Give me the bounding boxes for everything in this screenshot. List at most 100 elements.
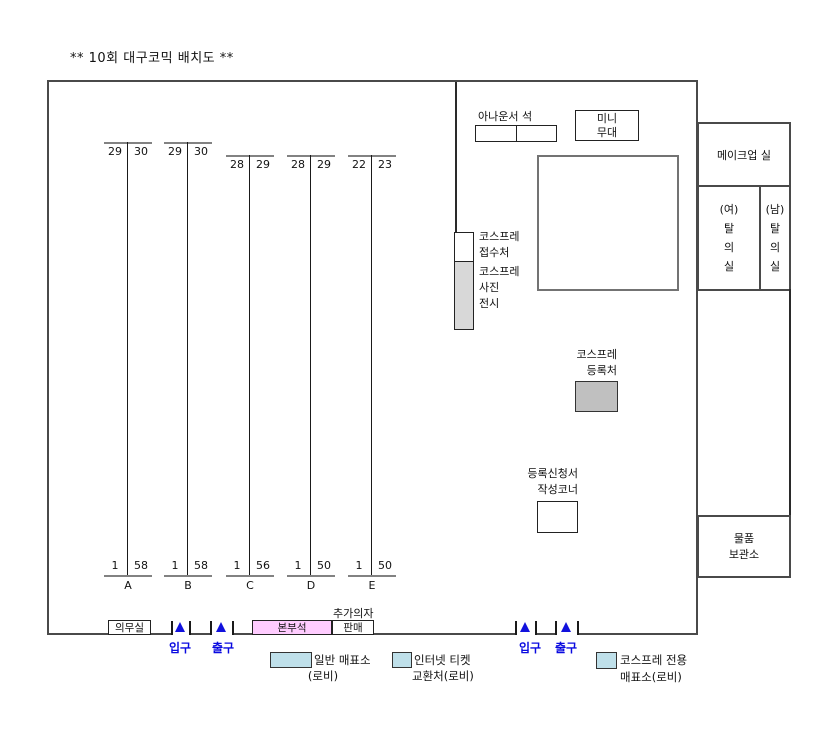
gate-post — [171, 621, 173, 635]
cosplay-registration-label: 코스프레 등록처 — [576, 348, 617, 377]
legend-label: 매표소(로비) — [620, 670, 682, 684]
makeup-room: 메이크업 실 — [697, 122, 791, 187]
exit-label: 출구 — [211, 641, 235, 655]
annex-right-wall — [789, 289, 791, 517]
booth-row-cap — [164, 575, 212, 577]
booth-row-e: 22 23 1 50 E — [348, 155, 396, 597]
booth-number: 1 — [111, 559, 119, 572]
booth-number: 1 — [171, 559, 179, 572]
legend-label: 교환처(로비) — [412, 669, 474, 683]
gate-post — [535, 621, 537, 635]
booth-number: 28 — [291, 158, 305, 171]
booth-row-cap — [348, 155, 396, 157]
dressing-room-male: (남) 탈 의 실 — [759, 185, 791, 291]
booth-number: 1 — [233, 559, 241, 572]
booth-row-a: 29 30 1 58 A — [104, 142, 152, 597]
mini-stage: 미니 무대 — [575, 110, 639, 141]
booth-number: 58 — [194, 559, 208, 572]
page-title: ** 10회 대구코믹 배치도 ** — [70, 51, 234, 66]
storage-room: 물품 보관소 — [697, 515, 791, 578]
booth-row-cap — [104, 142, 152, 144]
gate-post — [189, 621, 191, 635]
booth-row-line — [187, 142, 188, 575]
registration-form-corner-label: 등록신청서 작성코너 — [527, 467, 578, 496]
table-divider — [516, 126, 517, 141]
legend-label: (로비) — [307, 669, 339, 683]
booth-row-letter: B — [184, 579, 192, 592]
cosplay-photo-exhibit-label: 코스프레 사진 전시 — [479, 265, 520, 310]
mini-stage-label: 미니 — [596, 111, 618, 125]
legend-label: 일반 매표소 — [314, 653, 371, 667]
booth-number: 29 — [256, 158, 270, 171]
gate-post — [232, 621, 234, 635]
medical-room: 의무실 — [108, 620, 151, 635]
internet-ticket-exchange-swatch — [392, 652, 412, 668]
exit-arrow-icon — [216, 622, 226, 632]
exit-label: 출구 — [554, 641, 578, 655]
gate-post — [555, 621, 557, 635]
dressing-room-female: (여) 탈 의 실 — [697, 185, 761, 291]
booth-number: 50 — [317, 559, 331, 572]
entrance-arrow-icon — [520, 622, 530, 632]
cosplay-registration-box — [575, 381, 618, 412]
booth-row-d: 28 29 1 50 D — [287, 155, 335, 597]
cosplay-ticket-booth-swatch — [596, 652, 617, 669]
booth-row-cap — [104, 575, 152, 577]
gate-post — [515, 621, 517, 635]
booth-number: 29 — [317, 158, 331, 171]
exit-arrow-icon — [561, 622, 571, 632]
booth-row-cap — [164, 142, 212, 144]
general-ticket-booth-swatch — [270, 652, 312, 668]
booth-number: 30 — [134, 145, 148, 158]
booth-row-line — [249, 155, 250, 575]
booth-row-letter: A — [124, 579, 132, 592]
booth-row-cap — [226, 155, 274, 157]
gate-post — [210, 621, 212, 635]
booth-number: 1 — [294, 559, 302, 572]
cosplay-photo-exhibit-box — [454, 261, 474, 330]
hq-seat: 본부석 — [252, 620, 332, 635]
booth-row-cap — [287, 575, 335, 577]
stage-partition-wall — [455, 82, 457, 232]
registration-form-corner-box — [537, 501, 578, 533]
booth-row-line — [310, 155, 311, 575]
cosplay-reception-label: 코스프레 접수처 — [479, 230, 520, 259]
booth-row-line — [127, 142, 128, 575]
announcer-table — [475, 125, 557, 142]
entrance-label: 입구 — [168, 641, 192, 655]
legend-label: 인터넷 티켓 — [414, 653, 471, 667]
booth-row-letter: C — [246, 579, 254, 592]
booth-number: 58 — [134, 559, 148, 572]
gate-opening — [211, 632, 232, 636]
extra-chair-label: 추가의자 — [333, 607, 374, 620]
stage-area — [537, 155, 679, 291]
booth-row-c: 28 29 1 56 C — [226, 155, 274, 597]
booth-row-b: 29 30 1 58 B — [164, 142, 212, 597]
booth-row-letter: E — [368, 579, 376, 592]
booth-row-cap — [287, 155, 335, 157]
announcer-seat-label: 아나운서 석 — [478, 110, 533, 123]
booth-number: 56 — [256, 559, 270, 572]
cosplay-reception-box — [454, 232, 474, 262]
booth-row-letter: D — [306, 579, 316, 592]
gate-post — [577, 621, 579, 635]
booth-row-cap — [226, 575, 274, 577]
booth-number: 22 — [352, 158, 366, 171]
entrance-label: 입구 — [518, 641, 542, 655]
mini-stage-label: 무대 — [596, 125, 618, 139]
booth-number: 28 — [230, 158, 244, 171]
gate-opening — [516, 632, 535, 636]
gate-opening — [556, 632, 577, 636]
booth-number: 30 — [194, 145, 208, 158]
booth-number: 23 — [378, 158, 392, 171]
booth-number: 29 — [108, 145, 122, 158]
legend-label: 코스프레 전용 — [620, 653, 688, 667]
booth-row-line — [371, 155, 372, 575]
booth-number: 29 — [168, 145, 182, 158]
extra-chair-sales-box: 판매 — [332, 620, 374, 635]
gate-opening — [172, 632, 189, 636]
booth-number: 50 — [378, 559, 392, 572]
entrance-arrow-icon — [175, 622, 185, 632]
booth-number: 1 — [355, 559, 363, 572]
booth-row-cap — [348, 575, 396, 577]
